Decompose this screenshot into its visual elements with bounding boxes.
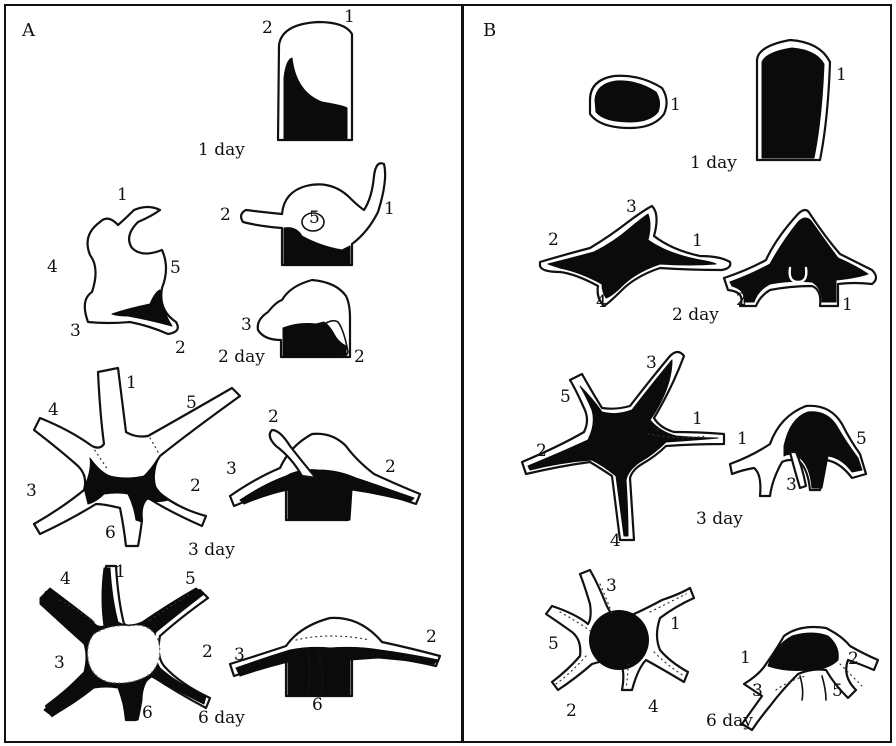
b-d1b-label-1: 1 — [836, 65, 847, 85]
a-day3-left-cell — [34, 368, 240, 546]
b-caption-6day: 6 day — [706, 711, 753, 731]
a-d2l-label-3: 3 — [70, 321, 81, 341]
a-day2-left-cell — [85, 207, 178, 334]
b-d2l-label-3: 3 — [626, 197, 637, 217]
b-caption-2day: 2 day — [672, 305, 719, 325]
b-day2-left-cell — [540, 206, 730, 306]
b-d3r-label-3: 3 — [786, 475, 797, 495]
b-d2l-label-2: 2 — [548, 230, 559, 250]
a-day1-cell — [278, 22, 352, 140]
b-d3l-label-3: 3 — [646, 353, 657, 373]
a-day6-right-cell — [230, 618, 440, 696]
b-d3l-label-4: 4 — [610, 531, 621, 551]
a-d2l-label-5: 5 — [170, 258, 181, 278]
b-day3-right-cell — [730, 406, 866, 496]
b-d2l-label-4: 4 — [596, 292, 607, 312]
a-caption-3day: 3 day — [188, 540, 235, 560]
b-caption-3day: 3 day — [696, 509, 743, 529]
a-d2l-label-1: 1 — [117, 185, 128, 205]
a-d1-label-2: 2 — [262, 18, 273, 38]
a-d6l-label-1: 1 — [115, 562, 126, 582]
a-d2r-label-5: 5 — [309, 208, 320, 228]
a-d3l-label-3: 3 — [26, 481, 37, 501]
a-d6r-label-3: 3 — [234, 645, 245, 665]
b-d6l-label-5: 5 — [548, 634, 559, 654]
a-d2l-label-2: 2 — [175, 338, 186, 358]
b-d6l-label-3: 3 — [606, 576, 617, 596]
b-caption-1day: 1 day — [690, 153, 737, 173]
a-day2-right-bottom-cell — [258, 280, 350, 357]
a-d3r-label-2b: 2 — [385, 457, 396, 477]
a-d3l-label-6: 6 — [105, 523, 116, 543]
b-d3l-label-2: 2 — [536, 441, 547, 461]
b-d6l-label-1: 1 — [670, 614, 681, 634]
a-d3r-label-2a: 2 — [268, 407, 279, 427]
b-d2l-label-1: 1 — [692, 231, 703, 251]
a-d3l-label-4: 4 — [48, 400, 59, 420]
a-d6r-label-6: 6 — [312, 695, 323, 715]
b-d6r-label-5: 5 — [832, 681, 843, 701]
a-caption-1day: 1 day — [198, 140, 245, 160]
b-d6l-label-2: 2 — [566, 701, 577, 721]
b-day6-right-cell — [742, 627, 878, 730]
b-d2r-label-1: 1 — [842, 295, 853, 315]
b-d3r-label-1: 1 — [737, 429, 748, 449]
a-d6l-label-3: 3 — [54, 653, 65, 673]
a-d2r-label-1: 1 — [384, 199, 395, 219]
panel-a-letter: A — [21, 20, 36, 41]
b-day3-left-cell — [522, 352, 724, 540]
a-caption-2day: 2 day — [218, 347, 265, 367]
b-d3l-label-5: 5 — [560, 387, 571, 407]
b-day1-tall-cell — [757, 40, 830, 160]
panel-b-letter: B — [483, 20, 496, 41]
b-d3r-label-5: 5 — [856, 429, 867, 449]
a-d3l-label-2: 2 — [190, 476, 201, 496]
a-caption-6day: 6 day — [198, 708, 245, 728]
b-d3l-label-1: 1 — [692, 409, 703, 429]
a-d2l-label-4: 4 — [47, 257, 58, 277]
a-d3l-label-1: 1 — [126, 373, 137, 393]
b-d6r-label-2: 2 — [848, 649, 859, 669]
b-d2r-label-2: 2 — [736, 290, 747, 310]
a-d6r-label-2: 2 — [426, 627, 437, 647]
a-day6-left-cell — [40, 566, 210, 720]
a-d2r2-label-3: 3 — [241, 315, 252, 335]
b-d6l-label-4: 4 — [648, 697, 659, 717]
b-d1a-label-1: 1 — [670, 95, 681, 115]
a-d3l-label-5: 5 — [186, 393, 197, 413]
a-d2r2-label-2: 2 — [354, 347, 365, 367]
b-d6r-label-1: 1 — [740, 648, 751, 668]
a-d6l-label-6: 6 — [142, 703, 153, 723]
a-d3r-label-3: 3 — [226, 459, 237, 479]
a-d1-label-1: 1 — [344, 7, 355, 27]
b-d6r-label-3: 3 — [752, 681, 763, 701]
a-d6l-label-4: 4 — [60, 569, 71, 589]
a-d6l-label-2: 2 — [202, 642, 213, 662]
a-d2r-label-2: 2 — [220, 205, 231, 225]
a-d6l-label-5: 5 — [185, 569, 196, 589]
b-day1-round-cell — [590, 76, 667, 128]
